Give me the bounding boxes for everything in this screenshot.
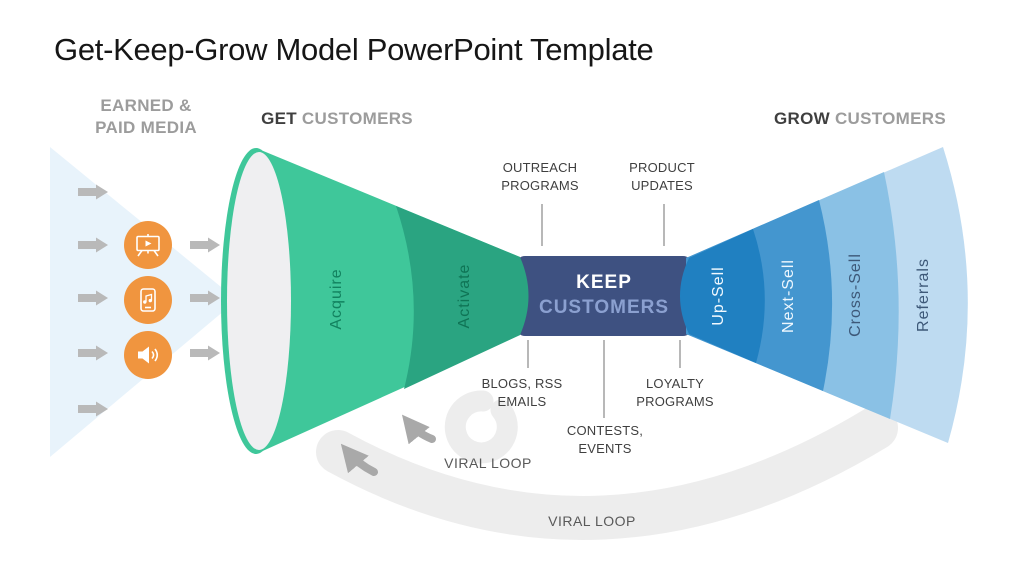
mobile-media-icon <box>140 288 156 312</box>
outer-loop-arrow-icon <box>340 443 378 476</box>
callout-line: OUTREACH <box>502 160 578 175</box>
video-presentation-icon <box>136 234 160 257</box>
acquire-label: Acquire <box>328 268 345 330</box>
media-header-line1: EARNED & <box>100 96 192 115</box>
keep-customers-box <box>516 256 692 336</box>
callout-line: PRODUCT <box>629 160 695 175</box>
get-header-strong: GET <box>261 109 297 128</box>
up-sell-label: Up-Sell <box>710 266 727 326</box>
inner-loop-arrow-icon <box>401 414 436 445</box>
referrals-label: Referrals <box>915 258 932 332</box>
acquire-segment <box>256 148 520 454</box>
funnel-mouth <box>227 152 291 450</box>
viral-loop-outer-label: VIRAL LOOP <box>548 513 636 529</box>
inflow-arrow-icon <box>190 345 220 361</box>
next-sell-label: Next-Sell <box>780 259 797 333</box>
icon-badge <box>124 276 172 324</box>
callout-line: CONTESTS, <box>566 423 644 438</box>
callout-line: LOYALTY <box>645 376 704 391</box>
activate-label: Activate <box>456 263 473 329</box>
callout-line: EMAILS <box>497 394 547 409</box>
product-updates-callout: PRODUCT UPDATES <box>629 159 695 195</box>
cross-sell-label: Cross-Sell <box>847 253 864 337</box>
viral-loop-inner-band <box>444 390 518 464</box>
inflow-arrow-icon <box>190 237 220 253</box>
page-title: Get-Keep-Grow Model PowerPoint Template <box>54 32 654 67</box>
get-header-rest: CUSTOMERS <box>301 109 413 128</box>
media-icons <box>124 221 172 379</box>
callout-line: EVENTS <box>578 441 632 456</box>
loyalty-programs-callout: LOYALTY PROGRAMS <box>636 375 713 411</box>
callout-line: BLOGS, RSS <box>481 376 563 391</box>
callout-line: PROGRAMS <box>501 178 579 193</box>
callout-line: PROGRAMS <box>636 394 714 409</box>
callout-line: UPDATES <box>631 178 693 193</box>
keep-label-line2: CUSTOMERS <box>538 297 670 318</box>
viral-loop-arrows <box>340 414 436 476</box>
media-header-line2: PAID MEDIA <box>95 118 197 137</box>
earned-paid-media-header: EARNED & PAID MEDIA <box>95 95 197 139</box>
viral-loop-outer-band <box>316 406 898 540</box>
grow-header-rest: CUSTOMERS <box>834 109 946 128</box>
keep-label-line1: KEEP <box>576 272 632 293</box>
activate-segment <box>396 206 529 389</box>
blogs-rss-emails-callout: BLOGS, RSS EMAILS <box>482 375 563 411</box>
viral-loop-inner-label: VIRAL LOOP <box>444 455 532 471</box>
grow-header-strong: GROW <box>774 109 830 128</box>
connector-lines <box>527 204 681 418</box>
contests-events-callout: CONTESTS, EVENTS <box>567 422 643 458</box>
up-sell-segment <box>680 229 765 363</box>
speaker-icon <box>138 346 159 364</box>
outreach-programs-callout: OUTREACH PROGRAMS <box>501 159 578 195</box>
